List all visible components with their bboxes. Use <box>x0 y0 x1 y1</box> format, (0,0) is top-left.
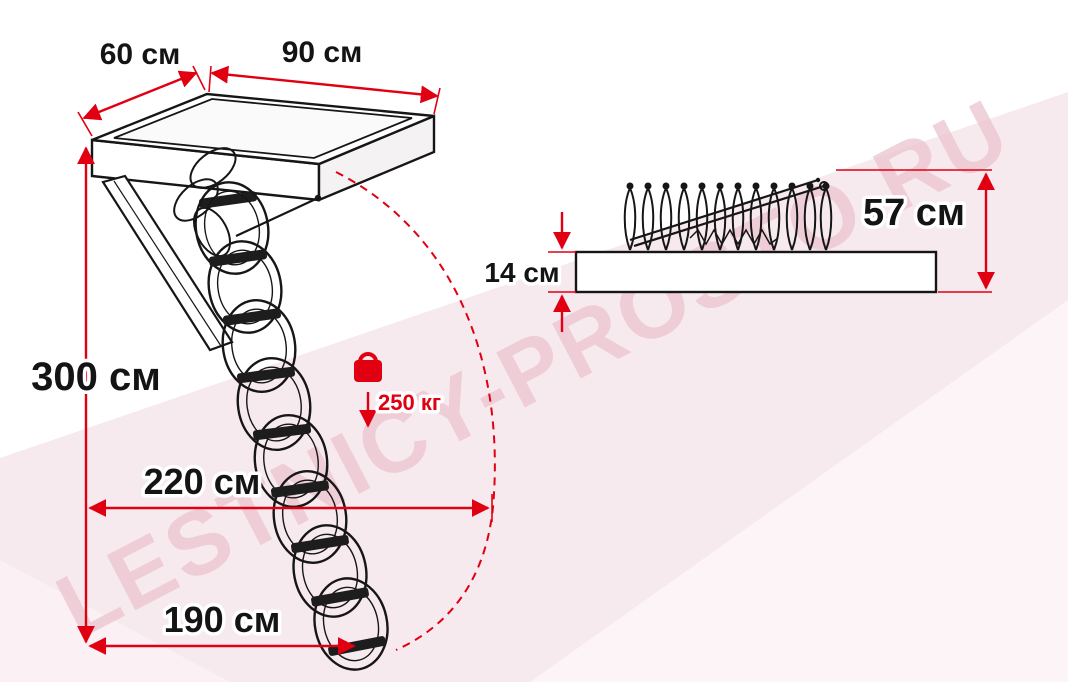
swing-arc <box>335 171 496 651</box>
dim-300-label: 300 см <box>31 355 161 399</box>
max-load: 250 кг <box>354 352 445 428</box>
folded-scissor-mechanism <box>623 177 833 251</box>
dim-220-label: 220 см <box>144 461 261 502</box>
dim-folded-height: 57 см <box>836 169 995 293</box>
dim-hatch-depth: 60 см <box>77 35 206 137</box>
spring <box>689 228 779 246</box>
background-corner-triangle <box>530 300 1068 682</box>
attic-hatch-box <box>90 92 436 202</box>
dim-box-thickness: 14 см <box>481 212 576 332</box>
dim-floor-projection: 190 см <box>88 596 356 655</box>
dim-90-label: 90 см <box>282 36 363 69</box>
dim-57-label: 57 см <box>863 192 965 234</box>
dim-190-label: 190 см <box>164 599 281 640</box>
dim-ceiling-height: 300 см <box>28 146 164 644</box>
load-250-label: 250 кг <box>378 390 441 415</box>
dim-swing-clearance: 220 см <box>88 458 493 522</box>
hatch-box-side-view <box>574 250 938 294</box>
dim-hatch-width: 90 см <box>208 33 441 115</box>
dim-60-label: 60 см <box>100 38 181 71</box>
dim-14-label: 14 см <box>484 257 559 288</box>
weight-icon <box>358 352 378 363</box>
